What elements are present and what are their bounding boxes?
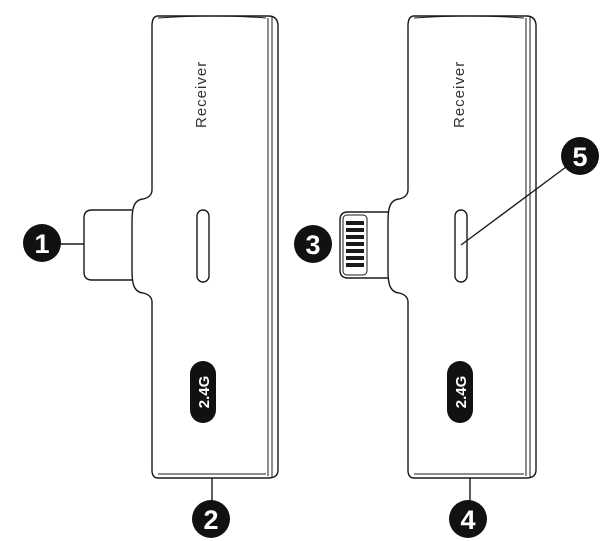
svg-text:2.4G: 2.4G: [453, 376, 470, 409]
receiver-device-usb-c: Receiver 2.4G: [83, 15, 279, 505]
indicator-slot: [196, 209, 210, 283]
receiver-label: Receiver: [451, 61, 468, 128]
band-badge: 2.4G: [447, 361, 473, 423]
device-body-outline: [131, 15, 279, 479]
indicator-slot: [454, 209, 468, 283]
band-badge: 2.4G: [190, 361, 216, 423]
svg-text:2.4G: 2.4G: [196, 376, 213, 409]
receiver-label: Receiver: [193, 61, 210, 128]
svg-text:2: 2: [203, 505, 218, 535]
svg-text:4: 4: [460, 505, 475, 535]
callout-5: 5: [561, 137, 599, 175]
usb-c-plug: [83, 209, 132, 281]
callout-2: 2: [192, 500, 230, 538]
device-body-outline: [387, 15, 537, 479]
svg-text:5: 5: [572, 142, 587, 172]
callout-1: 1: [23, 224, 84, 262]
callout-3: 3: [294, 225, 332, 263]
svg-text:1: 1: [34, 229, 49, 259]
svg-text:3: 3: [305, 230, 320, 260]
callout-4: 4: [449, 500, 487, 538]
receiver-device-lightning: Receiver 2.4G: [339, 15, 567, 505]
lightning-plug: [339, 211, 388, 279]
